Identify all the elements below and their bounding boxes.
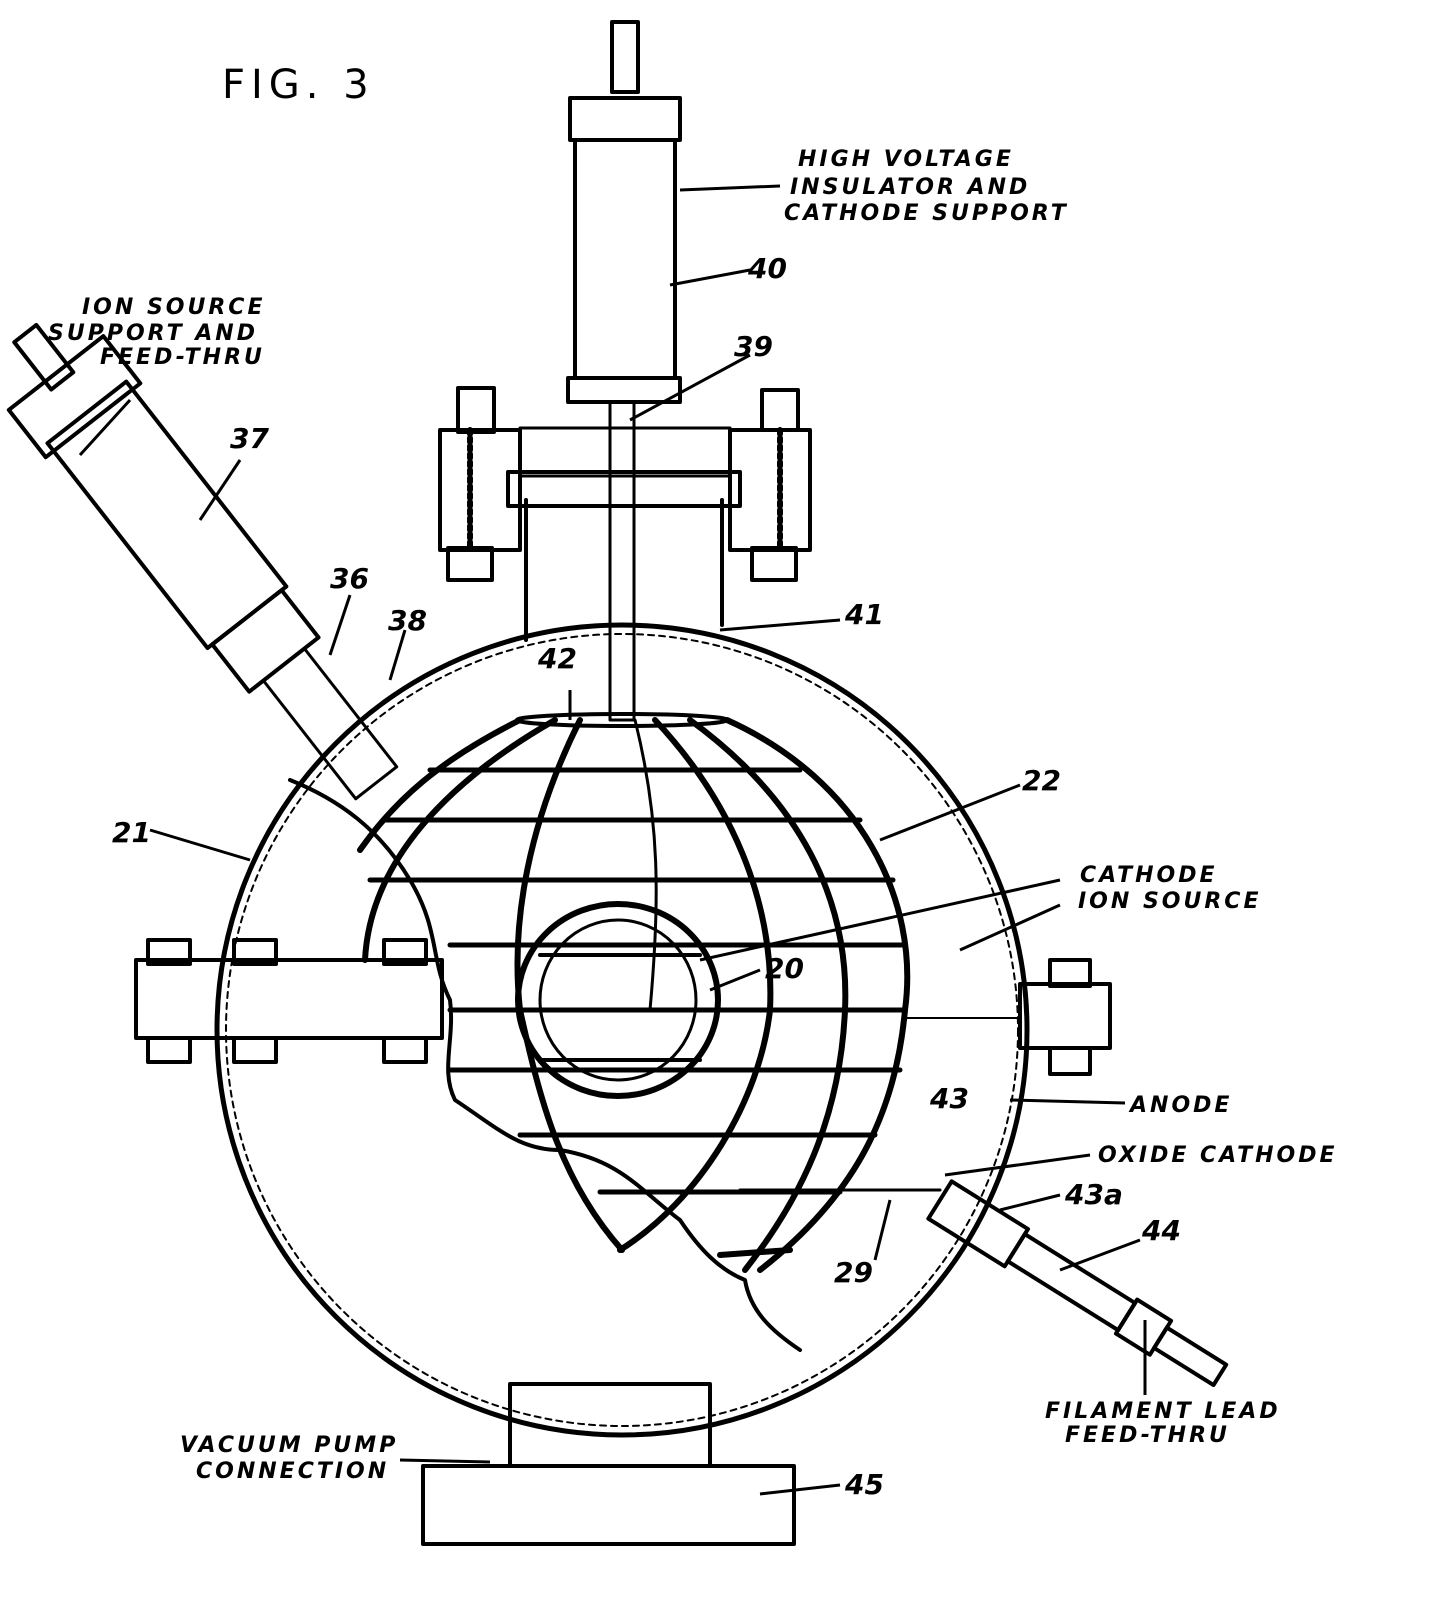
ref-43: 43 — [929, 1082, 969, 1115]
label-hv-line3: CATHODE SUPPORT — [784, 201, 1069, 226]
ref-29: 29 — [834, 1256, 873, 1289]
ref-44: 44 — [1141, 1214, 1181, 1247]
label-anode: ANODE — [1128, 1093, 1232, 1118]
label-filament-line1: FILAMENT LEAD — [1045, 1399, 1281, 1424]
label-ion-line2: SUPPORT AND — [48, 321, 258, 346]
inner-cathode — [515, 901, 721, 1099]
side-flange-right — [904, 958, 1112, 1076]
label-filament-line2: FEED-THRU — [1065, 1423, 1230, 1448]
side-flange-left — [134, 938, 444, 1064]
label-hv-line1: HIGH VOLTAGE — [798, 147, 1014, 172]
label-ion-line3: FEED-THRU — [100, 345, 265, 370]
annotations: HIGH VOLTAGE INSULATOR AND CATHODE SUPPO… — [48, 147, 1338, 1484]
ref-38: 38 — [388, 604, 427, 637]
ref-22: 22 — [1022, 764, 1061, 797]
ref-37: 37 — [230, 422, 269, 455]
filament-feedthru — [926, 1179, 1229, 1388]
label-cathode: CATHODE — [1080, 863, 1217, 888]
vacuum-base — [421, 1382, 796, 1546]
ref-43a: 43a — [1064, 1178, 1123, 1211]
hv-insulator — [566, 20, 682, 722]
ref-45: 45 — [844, 1468, 884, 1501]
ref-21: 21 — [112, 816, 151, 849]
ref-41: 41 — [844, 598, 884, 631]
figure-title: FIG. 3 — [222, 62, 375, 108]
grid-cathode — [357, 712, 911, 1273]
ion-source-support — [6, 322, 399, 801]
ref-20: 20 — [765, 952, 804, 985]
ref-42: 42 — [537, 642, 577, 675]
ref-40: 40 — [747, 252, 787, 285]
leader-lines — [78, 184, 1147, 1496]
label-hv-line2: INSULATOR AND — [790, 175, 1030, 200]
ref-39: 39 — [734, 330, 773, 363]
label-vacuum-line1: VACUUM PUMP — [180, 1433, 398, 1458]
reference-numerals: 40 39 37 36 38 41 42 22 21 20 43 43a 44 … — [112, 252, 1181, 1501]
label-ion-line1: ION SOURCE — [82, 295, 265, 320]
label-oxide-cathode: OXIDE CATHODE — [1098, 1143, 1338, 1168]
label-ion-source: ION SOURCE — [1078, 889, 1261, 914]
ref-36: 36 — [330, 562, 369, 595]
label-vacuum-line2: CONNECTION — [196, 1459, 389, 1484]
top-neck — [438, 386, 812, 642]
